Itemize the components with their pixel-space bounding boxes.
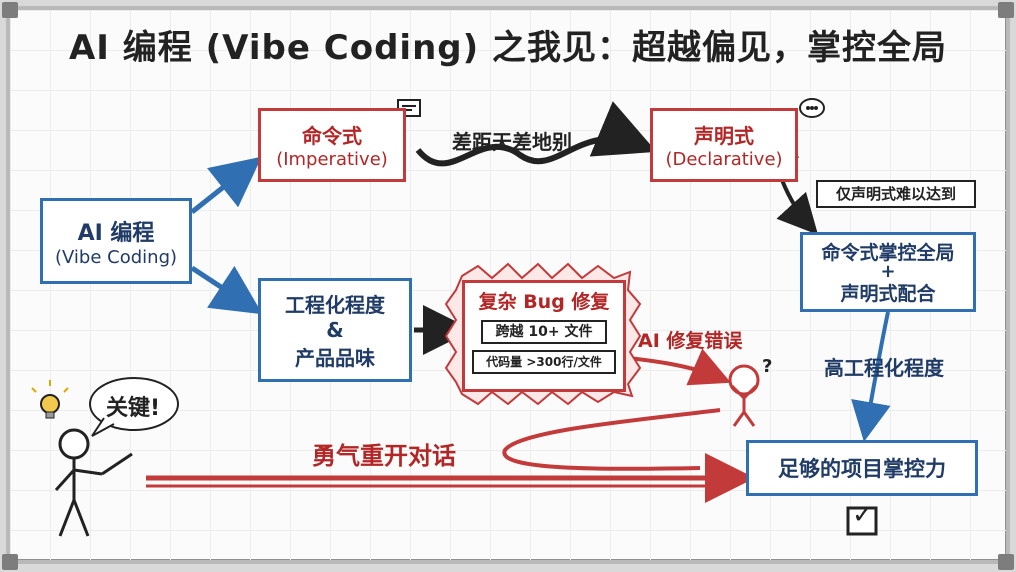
bug-tag-files: 跨越 10+ 文件 bbox=[481, 320, 607, 344]
ai-fix-label: AI 修复错误 bbox=[638, 330, 743, 352]
ai-coding-subtitle: (Vibe Coding) bbox=[54, 246, 178, 268]
high-eng-label: 高工程化程度 bbox=[824, 356, 944, 380]
combo-box: 命令式掌控全局 + 声明式配合 bbox=[800, 232, 976, 312]
imperative-subtitle: (Imperative) bbox=[276, 149, 388, 170]
gap-arrow bbox=[415, 101, 657, 167]
speech-bubble bbox=[89, 377, 179, 437]
engineering-line3: 产品品味 bbox=[295, 346, 375, 370]
engineering-amp: & bbox=[326, 318, 344, 342]
ai-coding-title: AI 编程 bbox=[77, 220, 155, 246]
lightbulb-icon bbox=[31, 380, 69, 419]
bug-fix-box: 复杂 Bug 修复 跨越 10+ 文件 代码量 >300行/文件 bbox=[462, 280, 626, 392]
frame-corner bbox=[998, 2, 1014, 18]
question-mark: ? bbox=[762, 356, 773, 377]
final-text: 足够的项目掌控力 bbox=[778, 457, 946, 481]
imperative-title: 命令式 bbox=[302, 124, 362, 148]
restart-label: 勇气重开对话 bbox=[312, 442, 456, 470]
confused-figure bbox=[728, 364, 760, 427]
declarative-subtitle: (Declarative) bbox=[665, 149, 783, 170]
frame-corner bbox=[2, 2, 18, 18]
checkbox-icon bbox=[846, 506, 878, 536]
arrow-to-engineering bbox=[190, 265, 263, 315]
final-box: 足够的项目掌控力 bbox=[746, 440, 978, 496]
ai-coding-box: AI 编程 (Vibe Coding) bbox=[40, 198, 192, 284]
arrow-to-combo bbox=[776, 179, 819, 235]
combo-line3: 声明式配合 bbox=[840, 283, 936, 305]
imperative-box: 命令式 (Imperative) bbox=[258, 108, 406, 182]
declarative-box: 声明式 (Declarative) bbox=[650, 108, 798, 182]
page-title: AI 编程 (Vibe Coding) 之我见：超越偏见，掌控全局 bbox=[68, 28, 947, 68]
key-speech-text: 关键! bbox=[106, 396, 161, 421]
arrow-to-final bbox=[851, 311, 891, 442]
engineering-box: 工程化程度 & 产品品味 bbox=[258, 278, 412, 382]
frame-corner bbox=[998, 554, 1014, 570]
restart-loop bbox=[502, 408, 721, 471]
declarative-title: 声明式 bbox=[694, 124, 754, 148]
bug-tag-lines: 代码量 >300行/文件 bbox=[472, 350, 616, 374]
arrow-to-imperative bbox=[190, 156, 262, 214]
frame-corner bbox=[2, 554, 18, 570]
engineering-line1: 工程化程度 bbox=[285, 293, 385, 317]
gap-label: 差距天差地别 bbox=[452, 130, 572, 154]
stick-figure-presenter bbox=[54, 428, 133, 537]
declarative-note: 仅声明式难以达到 bbox=[816, 180, 976, 208]
bug-fix-title: 复杂 Bug 修复 bbox=[478, 291, 610, 313]
checkmark-icon: ✓ bbox=[852, 500, 874, 530]
combo-line1: 命令式掌控全局 bbox=[821, 242, 955, 264]
combo-plus: + bbox=[880, 261, 896, 282]
